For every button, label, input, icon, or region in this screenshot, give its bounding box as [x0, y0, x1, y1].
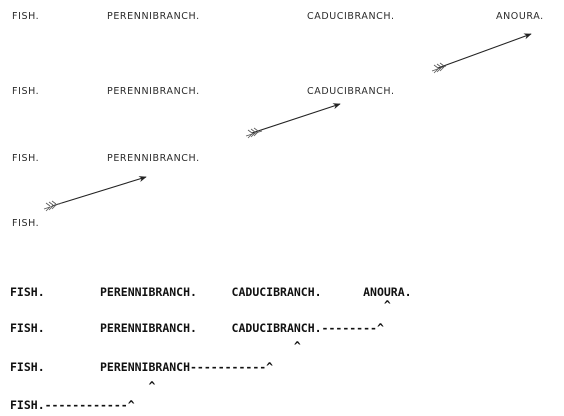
- text-row-4: FISH.------------^: [10, 398, 135, 412]
- row3-perennibranch-label: PERENNIBRANCH.: [107, 153, 200, 164]
- row2-fish-label: FISH.: [12, 86, 40, 97]
- text-row-1-caret: ^: [10, 298, 391, 312]
- text-row-3-caret: ^: [10, 379, 156, 393]
- row1-caducibranch-label: CADUCIBRANCH.: [307, 11, 395, 22]
- arrow-fish-to-caducibranch: [245, 103, 341, 139]
- text-row-1: FISH. PERENNIBRANCH. CADUCIBRANCH. ANOUR…: [10, 285, 412, 299]
- text-row-3: FISH. PERENNIBRANCH-----------^: [10, 360, 274, 374]
- row2-caducibranch-label: CADUCIBRANCH.: [307, 86, 395, 97]
- arrow-perennibranch-to-anoura: [431, 33, 532, 74]
- row4-fish-label: FISH.: [12, 218, 40, 229]
- row1-fish-label: FISH.: [12, 11, 40, 22]
- text-row-2: FISH. PERENNIBRANCH. CADUCIBRANCH.------…: [10, 321, 384, 335]
- row1-anoura-label: ANOURA.: [496, 11, 544, 22]
- arrow-fletching: [245, 127, 263, 139]
- arrow-fish-to-perennibranch: [43, 176, 147, 212]
- arrow-fletching: [43, 200, 63, 212]
- text-row-2-caret: ^: [10, 339, 301, 353]
- row3-fish-label: FISH.: [12, 153, 40, 164]
- row2-perennibranch-label: PERENNIBRANCH.: [107, 86, 200, 97]
- row1-perennibranch-label: PERENNIBRANCH.: [107, 11, 200, 22]
- arrow-fletching: [431, 62, 447, 74]
- arrows-layer: [43, 33, 532, 212]
